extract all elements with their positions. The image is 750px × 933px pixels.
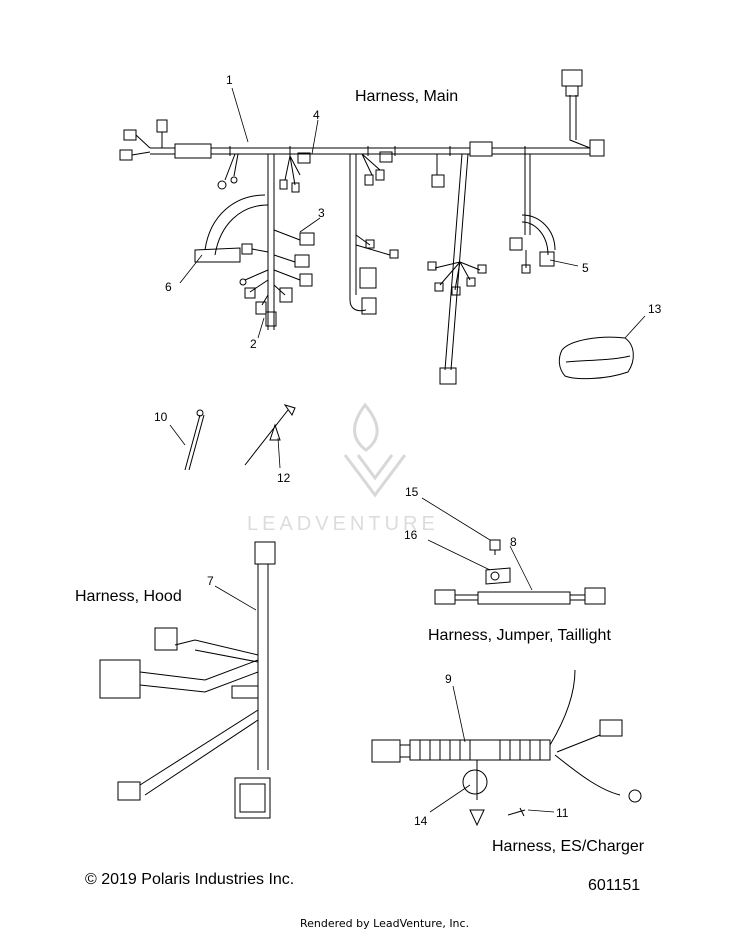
jumper-harness (434, 539, 606, 605)
item-10-tie (184, 414, 205, 471)
callout-3: 3 (318, 206, 325, 220)
callout-9: 9 (445, 672, 452, 686)
hood-harness (99, 541, 276, 819)
callout-13: 13 (648, 302, 662, 316)
leader-lines (169, 87, 646, 813)
watermark-text: LEADVENTURE (247, 513, 439, 535)
callout-14: 14 (414, 814, 428, 828)
callout-2: 2 (250, 337, 257, 351)
watermark-logo (343, 402, 407, 498)
callout-1: 1 (226, 73, 233, 87)
callout-11: 11 (556, 806, 569, 820)
title-harness-es-charger: Harness, ES/Charger (492, 838, 645, 855)
title-harness-jumper-taillight: Harness, Jumper, Taillight (428, 627, 611, 644)
callout-10: 10 (154, 410, 168, 424)
rendered-by-text: Rendered by LeadVenture, Inc. (300, 917, 470, 930)
callout-4: 4 (313, 108, 320, 122)
callout-8: 8 (510, 535, 517, 549)
callout-6: 6 (165, 280, 172, 294)
callout-16: 16 (404, 528, 418, 542)
title-harness-main: Harness, Main (355, 88, 459, 105)
main-harness (119, 69, 605, 385)
es-charger-harness (371, 669, 642, 827)
diagram-number: 601151 (588, 877, 641, 894)
callout-12: 12 (277, 471, 291, 485)
item-13-cover (558, 336, 634, 380)
callout-5: 5 (582, 261, 589, 275)
copyright-text: © 2019 Polaris Industries Inc. (85, 871, 295, 888)
callout-15: 15 (405, 485, 419, 499)
item-12-clip (244, 404, 296, 466)
item-10-tie-head (196, 409, 204, 417)
callout-7: 7 (207, 574, 214, 588)
title-harness-hood: Harness, Hood (75, 588, 182, 605)
